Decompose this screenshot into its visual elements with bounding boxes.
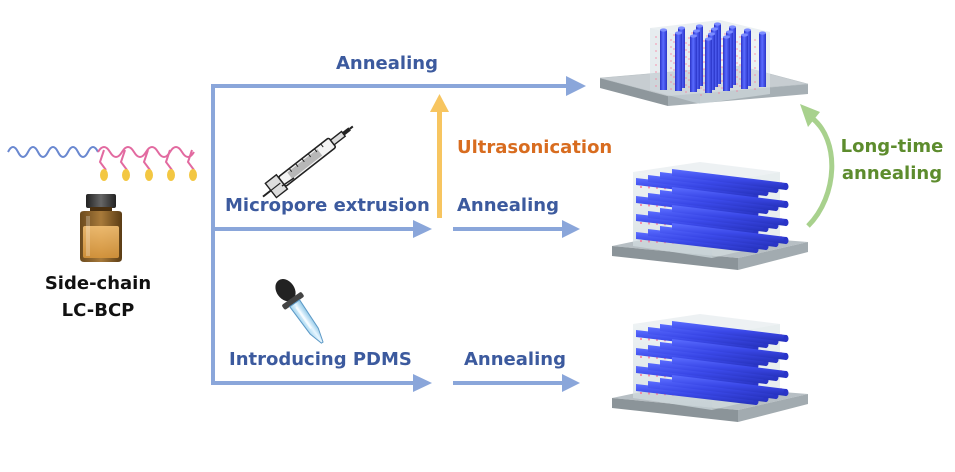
dropper-icon — [275, 279, 324, 344]
annealing-mid-label: Annealing — [457, 195, 559, 216]
vertical-cylinder — [675, 33, 682, 91]
vertical-cylinder — [660, 30, 667, 90]
long-time-line2: annealing — [841, 163, 943, 184]
syringe-icon — [262, 125, 354, 199]
vertical-cylinder — [705, 39, 712, 93]
micropore-extrusion-label: Micropore extrusion — [225, 195, 430, 216]
horizontal-cylinder — [672, 339, 786, 360]
vertical-cylinder — [690, 36, 697, 92]
vertical-cylinder-film-icon — [599, 20, 809, 106]
introducing-pdms-label: Introducing PDMS — [229, 349, 412, 370]
material-line1: Side-chain — [44, 273, 152, 294]
syringe-needle-icon — [281, 177, 295, 187]
vial-icon — [80, 194, 122, 262]
horizontal-cylinder — [672, 357, 786, 378]
horizontal-cylinder-film-icon — [612, 314, 808, 422]
vertical-cylinder — [759, 33, 766, 87]
horizontal-cylinder-film-icon — [612, 162, 808, 270]
material-line2: LC-BCP — [61, 300, 135, 321]
ultrasonication-label: Ultrasonication — [457, 137, 613, 158]
horizontal-cylinder — [672, 205, 786, 226]
horizontal-cylinder — [672, 223, 786, 244]
long-time-line1: Long-time — [840, 136, 944, 157]
horizontal-cylinder — [672, 187, 786, 208]
side-chain-polymer-icon — [7, 146, 197, 181]
flow-arrows — [211, 76, 586, 392]
material-label: Side-chain LC-BCP — [38, 275, 158, 320]
vertical-cylinder — [741, 35, 748, 89]
annealing-top-label: Annealing — [336, 53, 438, 74]
ultrasonication-arrow — [430, 94, 449, 218]
long-time-annealing-arrow — [800, 104, 835, 228]
horizontal-cylinder — [672, 169, 786, 190]
horizontal-cylinder — [672, 321, 786, 342]
horizontal-cylinder — [672, 375, 786, 396]
annealing-bottom-label: Annealing — [464, 349, 566, 370]
long-time-annealing-label: Long-time annealing — [836, 138, 948, 183]
vertical-cylinder — [723, 37, 730, 91]
